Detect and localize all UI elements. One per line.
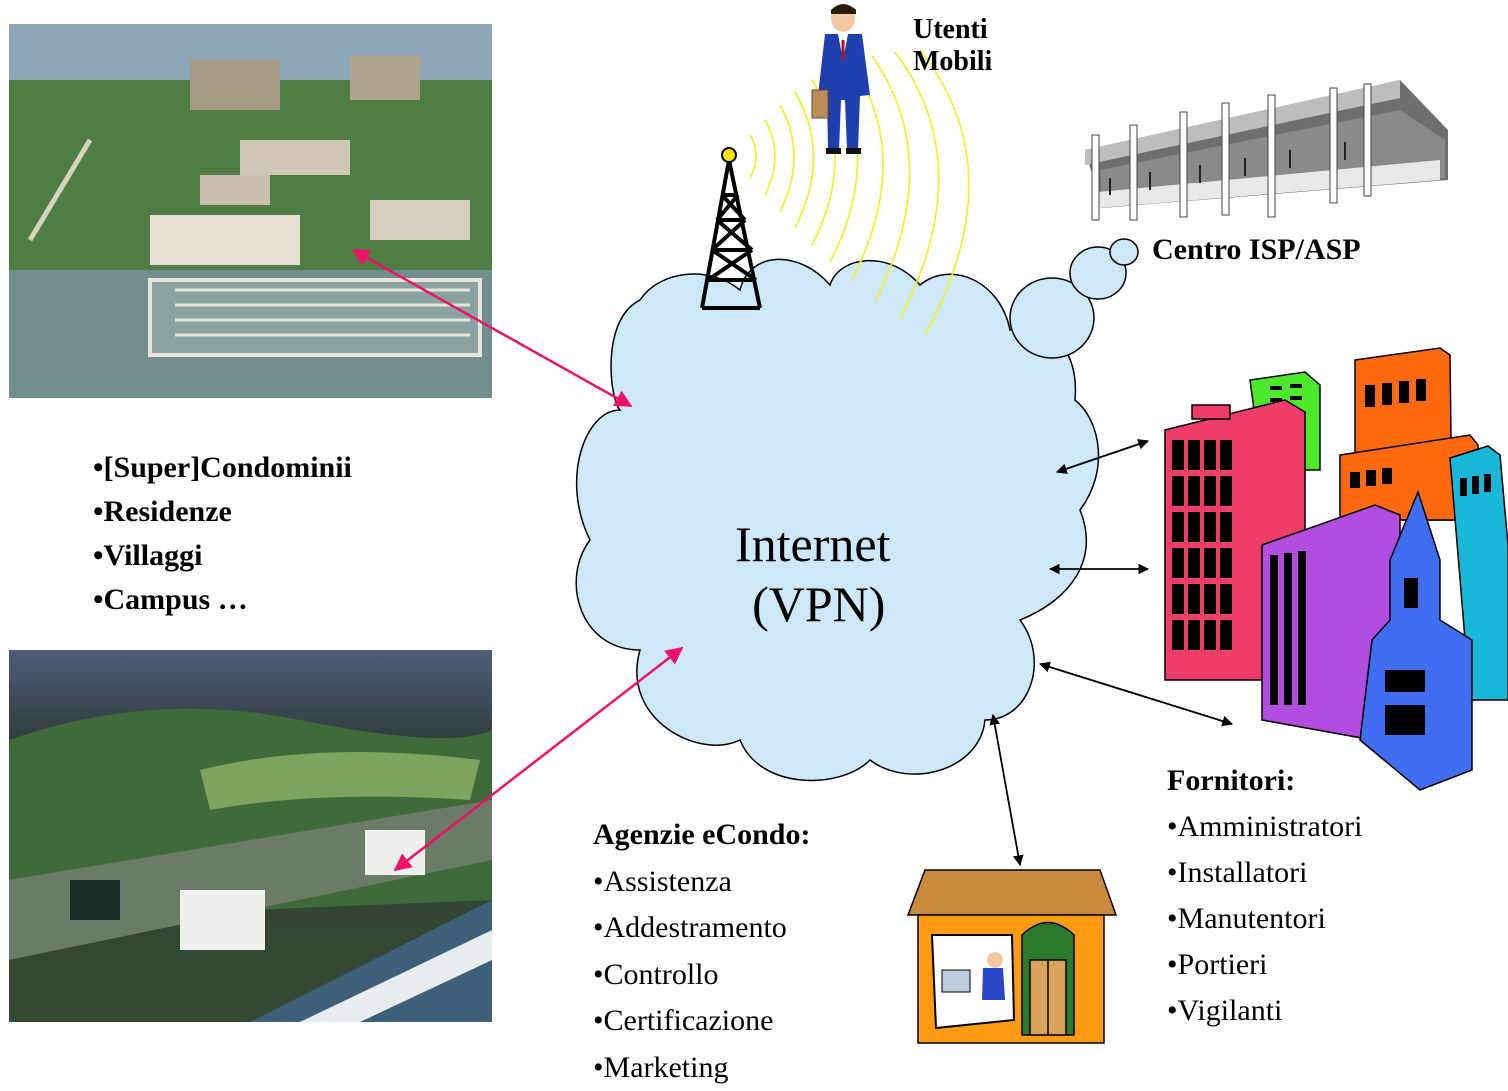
isp-center-label: Centro ISP/ASP xyxy=(1152,233,1361,268)
list-item: Assistenza xyxy=(593,859,810,906)
list-item: Portieri xyxy=(1167,942,1363,988)
list-item: Residenze xyxy=(93,490,352,534)
residences-list: [Super]Condominii Residenze Villaggi Cam… xyxy=(93,446,352,622)
condominium-photo xyxy=(9,24,492,398)
agencies-block: Agenzie eCondo: Assistenza Addestramento… xyxy=(593,812,810,1091)
mobile-user-icon xyxy=(812,4,870,154)
cloud-title-line1: Internet xyxy=(735,514,890,574)
cloud-title-line2: (VPN) xyxy=(735,574,890,634)
list-item: Certificazione xyxy=(593,998,810,1045)
arrow-agency-link xyxy=(993,715,1020,865)
mobile-users-label: Utenti Mobili xyxy=(913,14,992,78)
suppliers-title: Fornitori: xyxy=(1167,758,1363,804)
list-item: Addestramento xyxy=(593,905,810,952)
agency-shop-icon xyxy=(908,870,1116,1043)
list-item: Installatori xyxy=(1167,850,1363,896)
city-buildings-icon xyxy=(1165,348,1508,790)
list-item: Marketing xyxy=(593,1045,810,1091)
isp-building-icon xyxy=(1085,80,1448,220)
list-item: Villaggi xyxy=(93,534,352,578)
list-item: Amministratori xyxy=(1167,804,1363,850)
list-item: Manutentori xyxy=(1167,896,1363,942)
agencies-list: Assistenza Addestramento Controllo Certi… xyxy=(593,859,810,1091)
suppliers-block: Fornitori: Amministratori Installatori M… xyxy=(1167,758,1363,1034)
mobile-users-line2: Mobili xyxy=(913,46,992,78)
list-item: Controllo xyxy=(593,952,810,999)
list-item: Vigilanti xyxy=(1167,988,1363,1034)
cloud-title: Internet (VPN) xyxy=(735,514,890,634)
agencies-title: Agenzie eCondo: xyxy=(593,812,810,859)
list-item: [Super]Condominii xyxy=(93,446,352,490)
resort-photo xyxy=(9,650,492,1022)
suppliers-list: Amministratori Installatori Manutentori … xyxy=(1167,804,1363,1034)
internet-cloud xyxy=(576,239,1138,780)
list-item: Campus … xyxy=(93,578,352,622)
mobile-users-line1: Utenti xyxy=(913,14,992,46)
